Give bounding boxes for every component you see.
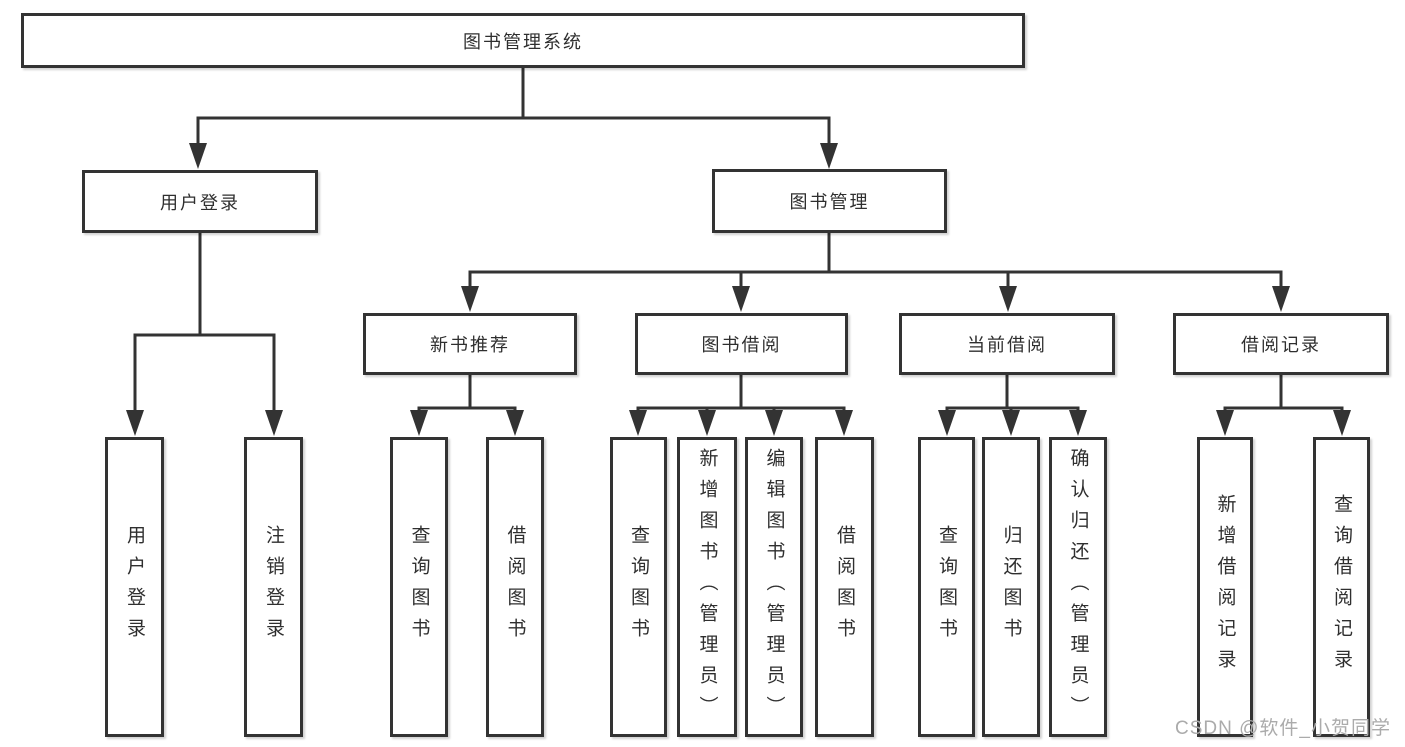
leaf-query-books-current: 查询图书	[918, 437, 975, 737]
leaf-borrow-books-recommend: 借阅图书	[486, 437, 544, 737]
leaf-query-books-recommend: 查询图书	[390, 437, 448, 737]
node-label: 查询图书	[936, 525, 957, 649]
node-label: 借阅图书	[834, 525, 855, 649]
node-label: 编辑图书（管理员）	[763, 447, 785, 727]
leaf-edit-books-admin: 编辑图书（管理员）	[745, 437, 803, 737]
node-label: 查询图书	[408, 525, 430, 649]
connector-book-mgmt-children	[468, 233, 1283, 307]
leaf-logout: 注销登录	[244, 437, 303, 737]
node-book-borrow: 图书借阅	[635, 313, 848, 375]
node-label: 查询借阅记录	[1331, 494, 1352, 680]
node-label: 用户登录	[124, 525, 145, 649]
arrowheads	[126, 143, 1351, 436]
leaf-query-books-borrow: 查询图书	[610, 437, 667, 737]
node-label: 注销登录	[263, 525, 284, 649]
connector-book-borrow-children	[636, 375, 846, 431]
connector-new-book-children	[417, 375, 517, 431]
connector-user-login-children	[133, 233, 276, 431]
node-label: 图书管理	[789, 192, 870, 212]
leaf-add-borrow-record: 新增借阅记录	[1197, 437, 1253, 737]
node-label: 图书管理系统	[463, 31, 583, 52]
node-borrow-records: 借阅记录	[1173, 313, 1389, 375]
connector-borrow-record-children	[1223, 375, 1344, 431]
node-system-root: 图书管理系统	[21, 13, 1025, 68]
leaf-confirm-return-admin: 确认归还（管理员）	[1049, 437, 1107, 737]
leaf-query-borrow-record: 查询借阅记录	[1313, 437, 1370, 737]
node-user-login-branch: 用户登录	[82, 170, 318, 233]
node-current-borrow: 当前借阅	[899, 313, 1115, 375]
node-label: 确认归还（管理员）	[1067, 447, 1089, 727]
connector-root-to-level2	[196, 68, 831, 164]
node-label: 用户登录	[160, 192, 240, 213]
node-label: 归还图书	[1000, 525, 1022, 649]
leaf-return-books: 归还图书	[982, 437, 1040, 737]
node-label: 借阅记录	[1241, 335, 1321, 355]
leaf-user-login: 用户登录	[105, 437, 164, 737]
node-label: 新增图书（管理员）	[696, 447, 718, 727]
node-label: 借阅图书	[504, 525, 526, 649]
leaf-add-books-admin: 新增图书（管理员）	[677, 437, 737, 737]
node-new-book-recommend: 新书推荐	[363, 313, 577, 375]
csdn-watermark: CSDN @软件_小贺同学	[1175, 718, 1391, 739]
node-label: 图书借阅	[701, 335, 782, 355]
leaf-borrow-books: 借阅图书	[815, 437, 874, 737]
node-label: 查询图书	[628, 525, 649, 649]
node-book-management-branch: 图书管理	[712, 169, 947, 233]
node-label: 当前借阅	[967, 335, 1047, 355]
node-label: 新增借阅记录	[1214, 494, 1236, 680]
node-label: 新书推荐	[430, 335, 510, 355]
